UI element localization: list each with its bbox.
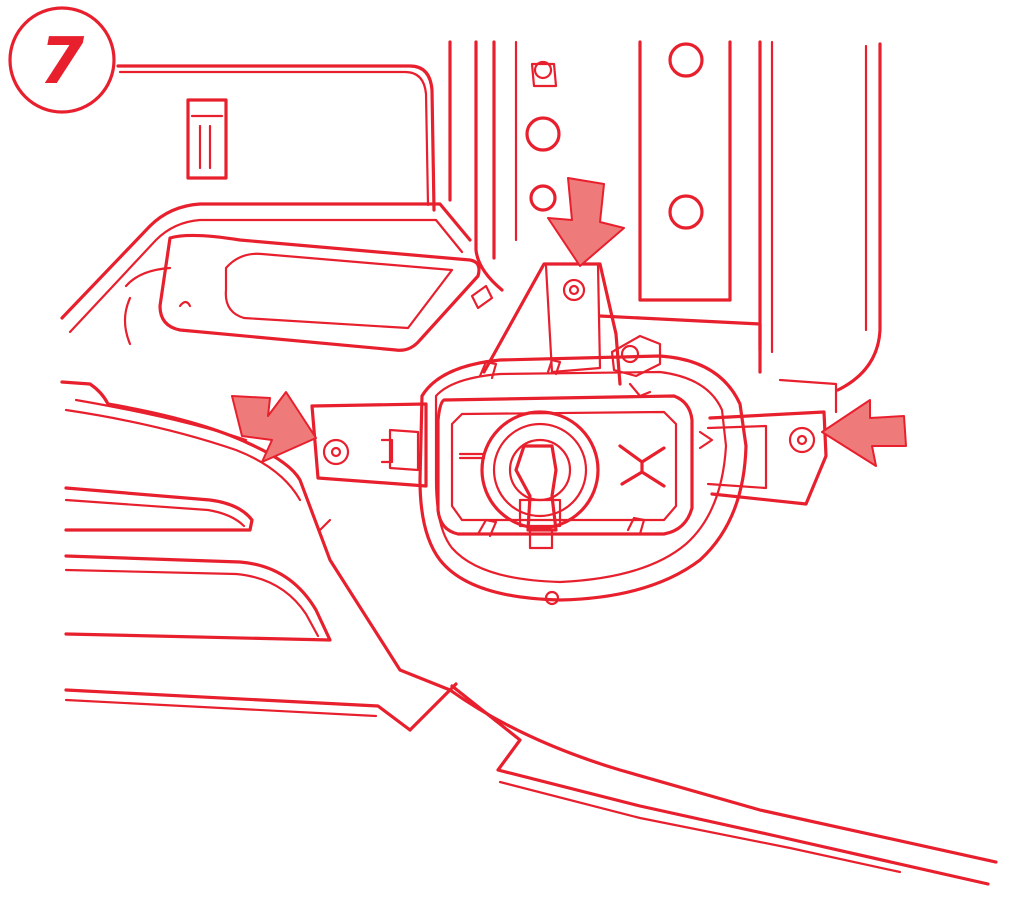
left-bolt-arrow <box>231 391 317 463</box>
step-number: 7 <box>40 25 85 99</box>
body-structure <box>60 40 998 886</box>
right-bolt-arrow <box>821 399 907 467</box>
callout-arrows <box>231 177 907 467</box>
top-bolt-arrow <box>547 177 625 267</box>
step-badge: 7 <box>8 6 116 114</box>
step-badge-circle <box>8 6 116 114</box>
